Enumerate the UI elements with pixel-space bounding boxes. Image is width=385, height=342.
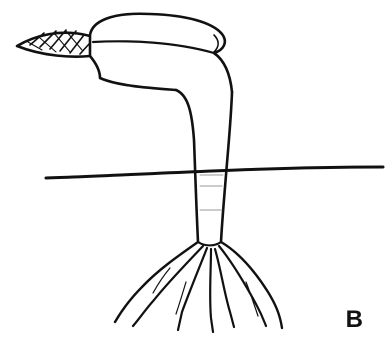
seed-coat [17,30,90,57]
soil-line [46,167,383,178]
hypocotyl-hook [90,14,232,92]
stem [176,90,232,245]
roots [115,242,282,332]
panel-label: B [346,308,363,332]
